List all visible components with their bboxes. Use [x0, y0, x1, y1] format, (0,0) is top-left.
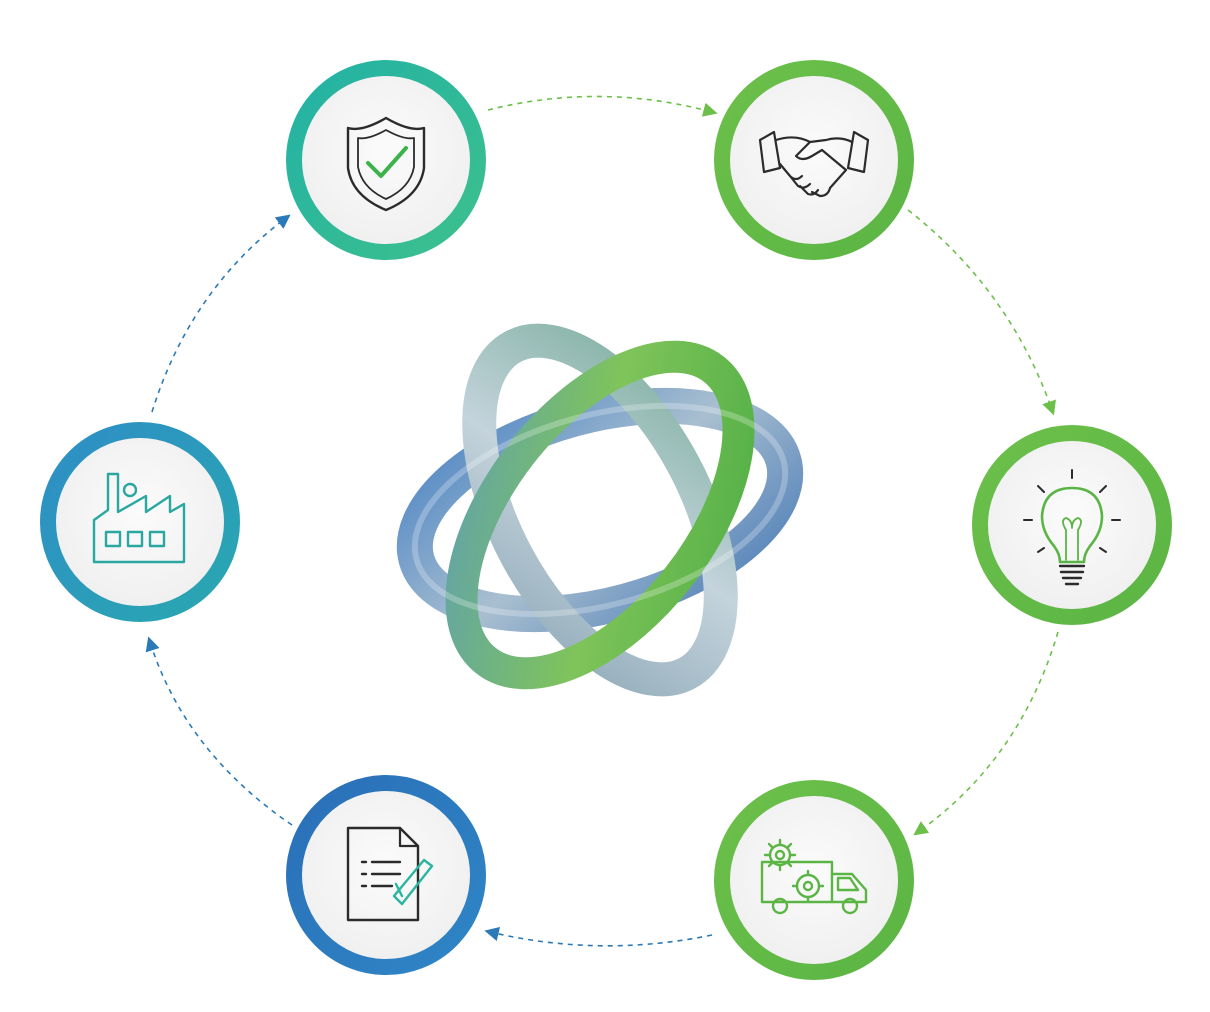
connector-truck-to-document	[484, 926, 713, 947]
delivery-truck-gears-icon	[760, 838, 868, 915]
node-document[interactable]	[286, 775, 486, 975]
lightbulb-icon	[1023, 469, 1121, 586]
node-truck[interactable]	[714, 780, 914, 980]
center-interlocked-rings	[396, 323, 804, 697]
document-checklist-icon	[346, 826, 434, 922]
node-factory[interactable]	[40, 422, 240, 622]
connector-handshake-to-lightbulb	[907, 209, 1056, 416]
connector-shield-to-handshake	[487, 95, 718, 117]
node-lightbulb[interactable]	[972, 425, 1172, 625]
connector-lightbulb-to-truck	[913, 631, 1059, 836]
factory-icon	[92, 472, 186, 564]
connector-factory-to-shield	[151, 214, 291, 413]
handshake-icon	[758, 130, 870, 198]
connector-document-to-factory	[145, 636, 293, 826]
node-shield[interactable]	[286, 60, 486, 260]
shield-check-icon	[346, 116, 426, 212]
node-handshake[interactable]	[714, 60, 914, 260]
